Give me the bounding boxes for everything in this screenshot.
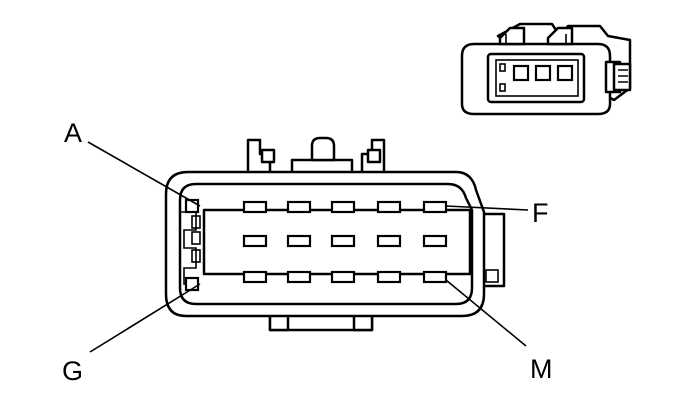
leader-lines [87, 141, 529, 353]
leader-line-g [89, 283, 201, 353]
terminal [330, 270, 356, 284]
connector-perspective-view [460, 22, 632, 116]
terminal [242, 200, 268, 214]
terminal [242, 270, 268, 284]
terminal [376, 234, 402, 248]
terminal-row-bottom [242, 270, 448, 284]
terminal [376, 270, 402, 284]
leader-line-f [445, 205, 529, 211]
terminal-row-middle [242, 234, 448, 248]
terminal [286, 234, 312, 248]
terminal [242, 234, 268, 248]
connector-face-view [164, 136, 506, 332]
terminal [422, 270, 448, 284]
terminal [330, 200, 356, 214]
terminal [376, 200, 402, 214]
pin-label-g: G [62, 356, 83, 386]
terminal [422, 234, 448, 248]
pin-label-m: M [530, 354, 553, 384]
terminal [286, 270, 312, 284]
terminal-row-top [242, 200, 448, 214]
terminal [330, 234, 356, 248]
terminal [422, 200, 448, 214]
pin-label-a: A [64, 118, 82, 148]
leader-line-a [87, 141, 201, 207]
pin-label-f: F [532, 198, 549, 228]
leader-line-m [445, 279, 527, 347]
terminal [286, 200, 312, 214]
